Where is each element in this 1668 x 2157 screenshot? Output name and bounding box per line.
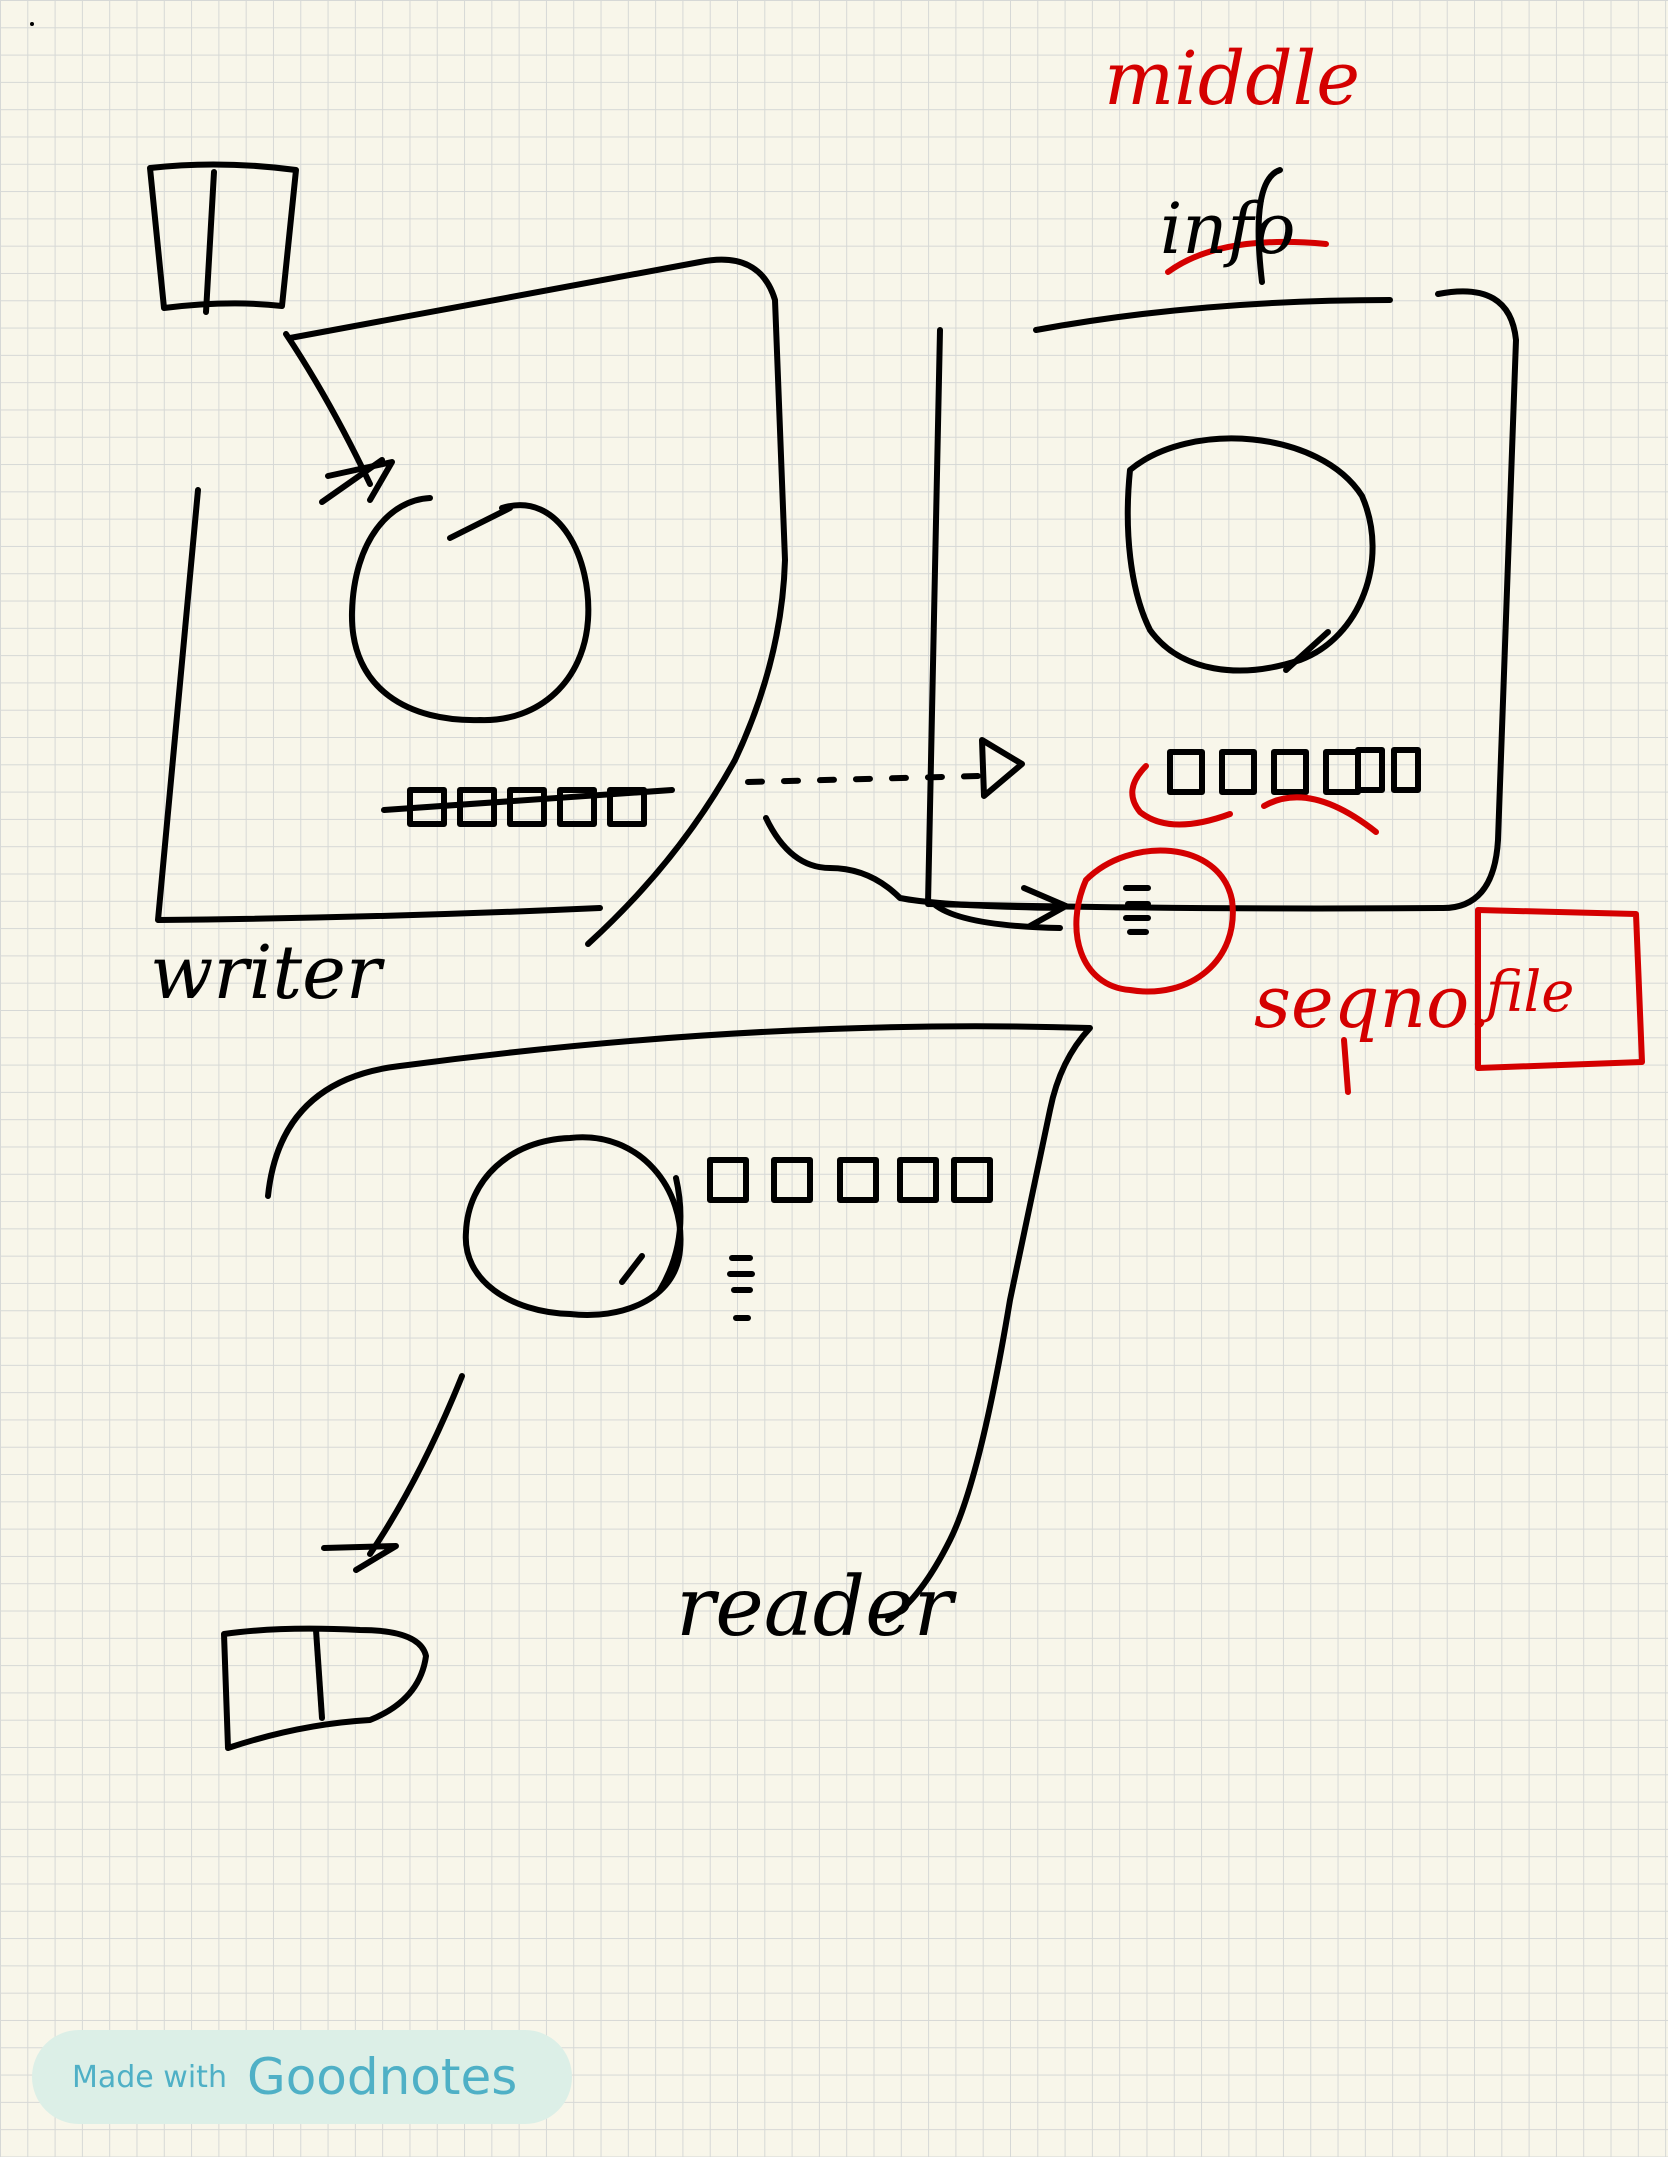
- stray-dot: [30, 22, 34, 26]
- reader-output-arrow: [321, 1373, 465, 1573]
- queue-bracket-annotation: [1129, 763, 1379, 835]
- middle-label: middle: [1104, 36, 1361, 122]
- seqno-highlight-circle: [1073, 847, 1236, 995]
- badge-brand: Goodnotes: [246, 2048, 518, 2106]
- info-strikethrough: [1165, 238, 1329, 275]
- middle-box-top: [1033, 297, 1393, 333]
- arrow-to-seqno: [763, 815, 1069, 929]
- writer-box-left: [155, 487, 603, 923]
- badge-made-with: Made with: [72, 2059, 227, 2095]
- middle-queue: [1167, 747, 1421, 795]
- middle-box-right: [925, 288, 1519, 912]
- reader-box: [265, 1023, 1093, 1623]
- file-label: file: [1486, 960, 1575, 1025]
- reader-output-file: [221, 1625, 429, 1751]
- middle-circle: [1124, 435, 1376, 674]
- seqno-tick: [1341, 1037, 1351, 1095]
- dashed-arrow-to-middle: [745, 737, 1025, 799]
- seqno-label: seqno.: [1254, 960, 1491, 1044]
- writer-box: [287, 256, 788, 947]
- writer-queue: [381, 787, 675, 827]
- file-box: [1475, 907, 1645, 1071]
- writer-circle: [348, 495, 592, 724]
- reader-circle: [462, 1134, 684, 1318]
- writer-input-file: [147, 161, 299, 315]
- writer-label: writer: [150, 930, 382, 1016]
- goodnotes-badge: Made with Goodnotes: [32, 2030, 572, 2124]
- reader-label: reader: [676, 1560, 953, 1655]
- info-label: info: [1160, 188, 1296, 270]
- writer-input-arrow: [283, 331, 395, 505]
- reader-queue: [707, 1157, 993, 1321]
